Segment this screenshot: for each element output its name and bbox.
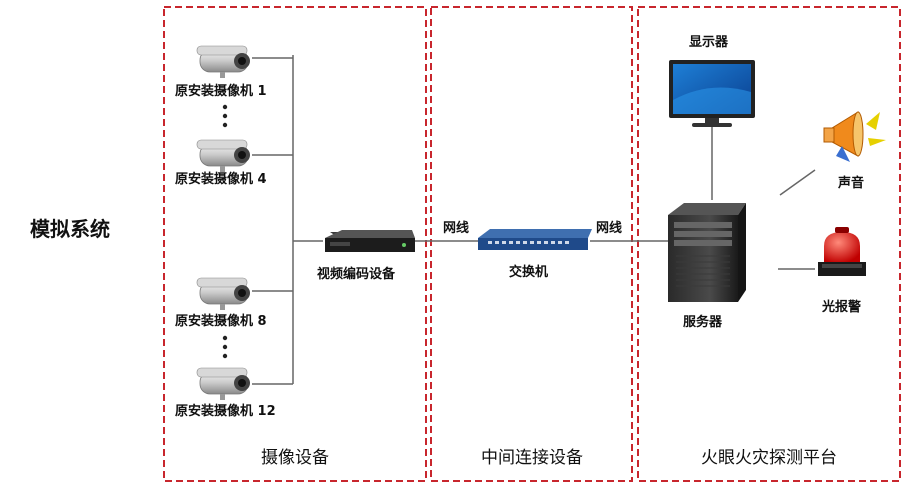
camera-icon bbox=[196, 277, 250, 310]
section-border-platform bbox=[637, 6, 901, 482]
network-cable-label-right: 网线 bbox=[596, 221, 623, 236]
alarm-light-icon bbox=[818, 227, 866, 276]
encoder-icon bbox=[325, 230, 415, 252]
switch-icon bbox=[478, 229, 592, 250]
camera-icon bbox=[196, 139, 250, 172]
camera-label-4: 原安装摄像机 4 bbox=[175, 172, 267, 187]
light-alarm-label: 光报警 bbox=[822, 300, 862, 315]
network-cable-label-left: 网线 bbox=[443, 221, 470, 236]
camera-label-1: 原安装摄像机 1 bbox=[175, 84, 267, 99]
monitor-label: 显示器 bbox=[689, 35, 729, 50]
section-title-middle: 中间连接设备 bbox=[481, 448, 583, 468]
connection-lines bbox=[252, 55, 816, 385]
sound-label: 声音 bbox=[838, 176, 865, 191]
camera-label-12: 原安装摄像机 12 bbox=[175, 404, 276, 419]
server-icon bbox=[668, 203, 746, 302]
server-label: 服务器 bbox=[683, 315, 723, 330]
ellipsis-dots bbox=[222, 104, 228, 359]
camera-icon bbox=[196, 45, 250, 78]
system-label: 模拟系统 bbox=[30, 217, 110, 241]
section-border-middle bbox=[430, 6, 633, 482]
section-title-platform: 火眼火灾探测平台 bbox=[701, 448, 837, 468]
encoder-label: 视频编码设备 bbox=[317, 267, 396, 282]
section-title-capture: 摄像设备 bbox=[261, 448, 329, 468]
switch-label: 交换机 bbox=[509, 265, 549, 280]
monitor-icon bbox=[669, 60, 755, 127]
speaker-icon bbox=[823, 111, 886, 162]
section-border-capture bbox=[163, 6, 427, 482]
camera-label-8: 原安装摄像机 8 bbox=[175, 314, 267, 329]
camera-icon bbox=[196, 367, 250, 400]
